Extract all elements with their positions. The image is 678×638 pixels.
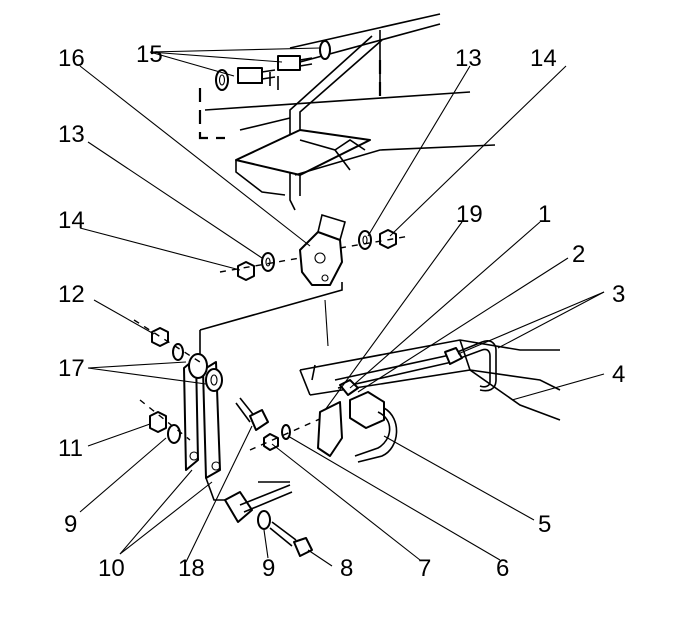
bolt-15-upper xyxy=(277,40,331,71)
callout-15: 15 xyxy=(136,41,163,68)
nut-14-left xyxy=(237,261,255,281)
callout-3: 3 xyxy=(612,281,625,308)
connector-5 xyxy=(349,391,398,463)
frame-rail xyxy=(299,339,561,421)
callout-17: 17 xyxy=(58,355,85,382)
callout-19: 19 xyxy=(456,201,483,228)
callout-8: 8 xyxy=(340,555,353,582)
callout-2: 2 xyxy=(572,241,585,268)
nut-12 xyxy=(151,327,169,347)
callout-4: 4 xyxy=(612,361,625,388)
callout-10: 10 xyxy=(98,555,125,582)
callout-16: 16 xyxy=(58,45,85,72)
callout-13-left: 13 xyxy=(58,121,85,148)
lower-stud-path xyxy=(139,399,191,441)
nut-11 xyxy=(149,411,167,433)
washer-17-upper xyxy=(172,343,184,361)
u-bolt-3 xyxy=(449,340,497,392)
bracket-to-link-line xyxy=(199,282,343,331)
callout-9-right: 9 xyxy=(262,555,275,582)
center-stud-path xyxy=(249,409,341,451)
callout-11: 11 xyxy=(58,435,83,462)
callout-5: 5 xyxy=(538,511,551,538)
stud-path-right xyxy=(339,235,411,249)
washer-13-left xyxy=(261,252,275,272)
bolt-15-lower xyxy=(215,67,276,91)
callout-14-right: 14 xyxy=(530,45,557,72)
callout-7: 7 xyxy=(418,555,431,582)
bolt-18 xyxy=(235,397,269,431)
bolt-path-dash-left xyxy=(198,88,225,140)
callout-1: 1 xyxy=(538,201,551,228)
upper-stud-path xyxy=(133,319,201,363)
washer-9-left xyxy=(167,424,181,444)
callout-12: 12 xyxy=(58,281,85,308)
callout-6: 6 xyxy=(496,555,509,582)
callout-9-left: 9 xyxy=(64,511,77,538)
callout-labels: 15 16 13 14 13 14 19 1 2 3 12 4 17 11 9 … xyxy=(58,41,625,582)
callout-18: 18 xyxy=(178,555,205,582)
leader-lines xyxy=(79,47,605,567)
bracket-16 xyxy=(299,213,346,286)
lower-shackle-hardware xyxy=(224,481,313,557)
link-plates-10 xyxy=(183,353,234,501)
callout-14-left: 14 xyxy=(58,207,85,234)
frame-bracket-assembly xyxy=(204,13,496,211)
stud-path-left xyxy=(219,257,301,273)
callout-13-right: 13 xyxy=(455,45,482,72)
